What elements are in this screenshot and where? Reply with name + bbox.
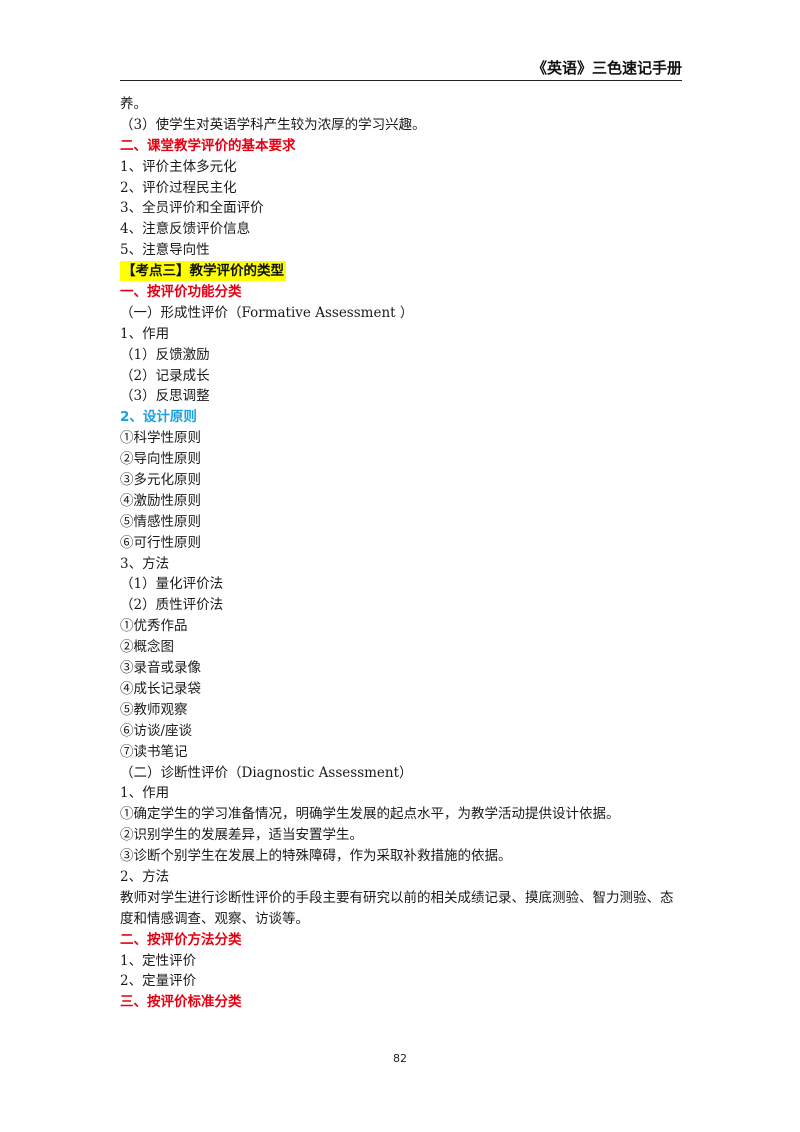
section-heading: 三、按评价标准分类 xyxy=(120,994,242,1011)
text-line: ⑤情感性原则 xyxy=(120,513,201,530)
text-line: 养。 xyxy=(120,96,147,112)
text-line: 2、评价过程民主化 xyxy=(120,179,237,196)
text-line: （3）反思调整 xyxy=(120,388,210,405)
page-content: 养。 （3）使学生对英语学科产生较为浓厚的学习兴趣。二、课堂教学评价的基本要求 1、… xyxy=(120,94,682,1013)
text-line: ④激励性原则 xyxy=(120,492,201,509)
text-line: 1、作用 xyxy=(120,325,170,342)
section-heading: 一、按评价功能分类 xyxy=(120,284,242,301)
key-point-heading: 【考点三】教学评价的类型 xyxy=(120,261,682,282)
subsection-heading: 2、设计原则 xyxy=(120,409,197,426)
text-line: （一）形成性评价（Formative Assessment ） xyxy=(120,304,414,321)
text-line: ⑦读书笔记 xyxy=(120,743,188,760)
text-line: ③多元化原则 xyxy=(120,472,201,489)
text-line: （1）量化评价法 xyxy=(120,576,224,593)
text-line: 2、定量评价 xyxy=(120,973,197,990)
text-line: ⑤教师观察 xyxy=(120,701,188,718)
text-line: 4、注意反馈评价信息 xyxy=(120,221,251,238)
text-line: （二）诊断性评价（Diagnostic Assessment） xyxy=(120,764,413,781)
text-line: ③录音或录像 xyxy=(120,660,201,677)
highlighted-heading-text: 【考点三】教学评价的类型 xyxy=(120,261,286,282)
section-heading: 二、按评价方法分类 xyxy=(120,931,242,948)
text-line: ④成长记录袋 xyxy=(120,680,201,697)
text-line: ②概念图 xyxy=(120,639,174,656)
header-title: 《英语》三色速记手册 xyxy=(531,59,682,77)
page-header: 《英语》三色速记手册 xyxy=(120,58,682,81)
text-line: （1）反馈激励 xyxy=(120,346,210,363)
text-line: 3、全员评价和全面评价 xyxy=(120,200,264,217)
page-number: 82 xyxy=(393,1052,407,1065)
paragraph: 教师对学生进行诊断性评价的手段主要有研究以前的相关成绩记录、摸底测验、智力测验、… xyxy=(120,889,674,927)
text-line: 1、作用 xyxy=(120,785,170,802)
text-line: 1、评价主体多元化 xyxy=(120,158,237,175)
text-line: 1、定性评价 xyxy=(120,952,197,969)
text-line: ①确定学生的学习准备情况，明确学生发展的起点水平，为教学活动提供设计依据。 xyxy=(120,806,620,823)
text-line: ①科学性原则 xyxy=(120,430,201,447)
text-line: ⑥可行性原则 xyxy=(120,534,201,551)
section-heading: 二、课堂教学评价的基本要求 xyxy=(120,137,296,154)
text-line: ③诊断个别学生在发展上的特殊障碍，作为采取补救措施的依据。 xyxy=(120,848,512,865)
text-line: ⑥访谈/座谈 xyxy=(120,722,193,739)
text-line: 2、方法 xyxy=(120,868,170,885)
text-line: 5、注意导向性 xyxy=(120,242,210,259)
text-line: （2）质性评价法 xyxy=(120,597,224,614)
text-line: 3、方法 xyxy=(120,555,170,572)
text-line: ②导向性原则 xyxy=(120,451,201,468)
text-line: ①优秀作品 xyxy=(120,618,188,635)
text-line: （3）使学生对英语学科产生较为浓厚的学习兴趣。 xyxy=(120,116,426,133)
text-line: ②识别学生的发展差异，适当安置学生。 xyxy=(120,827,363,844)
text-line: （2）记录成长 xyxy=(120,367,210,384)
